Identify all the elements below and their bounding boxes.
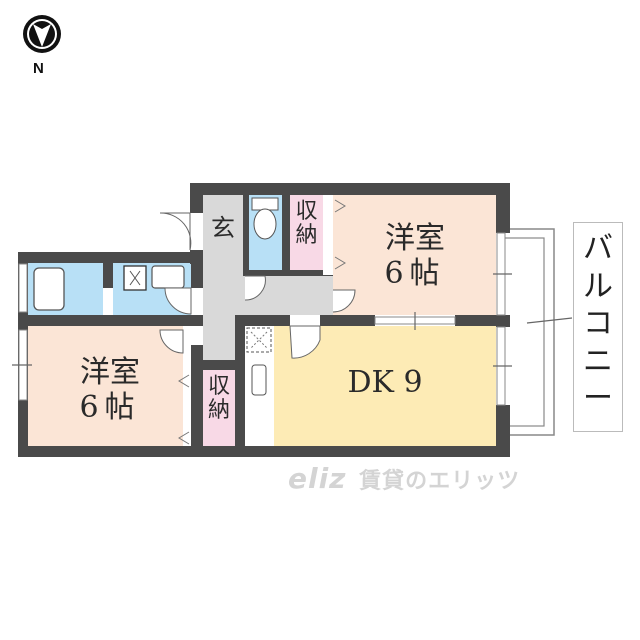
- entrance-area: [203, 195, 243, 265]
- storage-top: [290, 195, 323, 270]
- balcony-char: ニ: [583, 343, 613, 379]
- wall: [203, 360, 235, 370]
- western-room-left-label: 洋室 6帖: [55, 355, 165, 425]
- storage-char: 納: [295, 223, 318, 249]
- wall: [190, 183, 203, 213]
- room-name: 洋室: [80, 355, 140, 390]
- wall: [320, 315, 375, 326]
- wall: [496, 405, 510, 457]
- storage-top-label: 収 納: [290, 199, 323, 249]
- watermark: eliz 賃貸のエリッツ: [288, 462, 520, 495]
- wall: [190, 250, 203, 264]
- wall: [191, 345, 203, 455]
- storage-char: 収: [207, 374, 230, 399]
- wall: [243, 195, 249, 275]
- wall: [103, 263, 113, 288]
- watermark-logo: eliz: [288, 462, 347, 495]
- wall: [190, 183, 510, 195]
- balcony-char: バ: [583, 231, 613, 266]
- balcony-label: バ ル コ ニ ー: [573, 230, 623, 418]
- room-size: 6帖: [384, 255, 446, 291]
- western-room-top: [333, 195, 496, 315]
- wall: [18, 315, 203, 326]
- hallway-lower: [203, 315, 235, 360]
- balcony-char: ル: [583, 268, 613, 304]
- entrance-label: 玄: [211, 214, 235, 242]
- wall: [191, 263, 203, 288]
- wall: [243, 270, 333, 276]
- storage-char: 納: [207, 398, 230, 424]
- room-size: 6帖: [79, 389, 141, 425]
- wall: [235, 315, 245, 457]
- room-name: 洋室: [385, 221, 445, 256]
- north-arrow-icon: [22, 14, 62, 54]
- wall: [496, 183, 510, 233]
- balcony-char: コ: [583, 306, 613, 341]
- north-label: N: [33, 60, 44, 77]
- storage-char: 収: [295, 199, 318, 224]
- western-room-left: [28, 326, 183, 446]
- wall: [18, 446, 510, 457]
- balcony-char: ー: [583, 381, 613, 416]
- storage-bottom-label: 収 納: [203, 374, 235, 424]
- watermark-text: 賃貸のエリッツ: [359, 469, 521, 494]
- wall: [455, 315, 500, 326]
- wall: [282, 195, 290, 275]
- western-room-top-label: 洋室 6帖: [360, 221, 470, 291]
- wall: [18, 252, 203, 263]
- balcony-label-box: [573, 222, 623, 432]
- dk-label: DK 9: [347, 365, 423, 400]
- storage-bottom: [203, 370, 235, 446]
- wall: [235, 315, 290, 326]
